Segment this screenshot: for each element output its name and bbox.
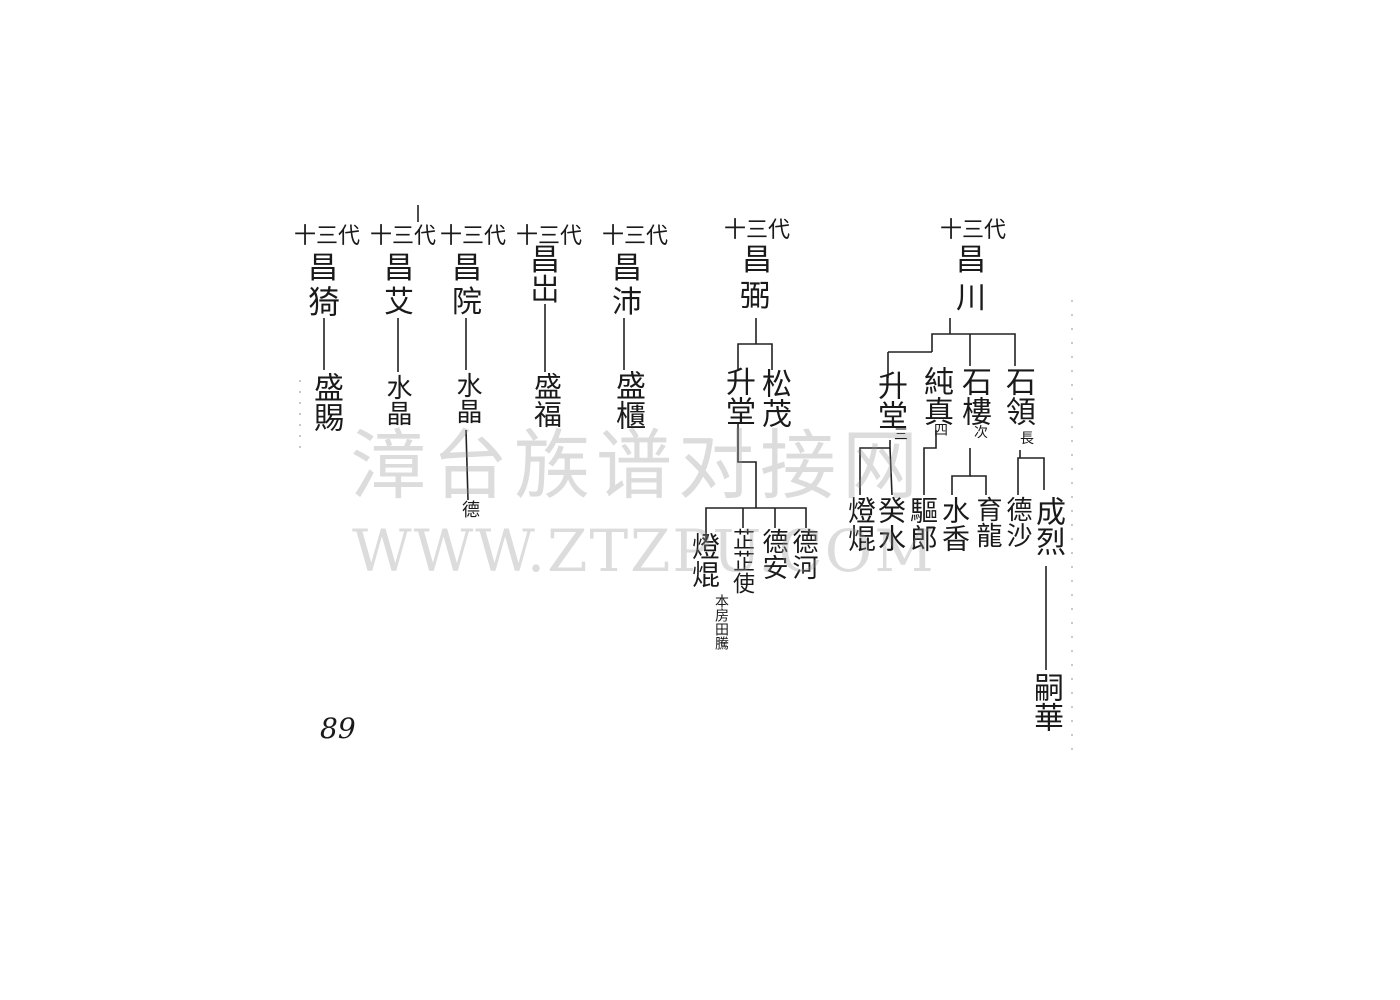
col1-generation: 十三代 [294, 224, 361, 249]
col7-grandson-2: 德沙 [1002, 496, 1032, 548]
col6-grandson-3: 芷芷使 [729, 528, 754, 594]
col5-son: 盛櫃 [610, 370, 645, 430]
col6-son-1: 松茂 [756, 368, 791, 428]
col6-name-bottom: 弼 [740, 279, 770, 314]
col5-generation: 十三代 [602, 224, 669, 249]
col5-name-bottom: 沛 [612, 285, 642, 320]
col2-name-top: 昌 [384, 251, 414, 286]
col3-name-top: 昌 [452, 251, 482, 286]
col7-grandson-6: 癸水 [874, 496, 907, 552]
col7-son-1: 石領 [1000, 366, 1035, 426]
col1-name-top: 昌 [308, 251, 338, 286]
col7-name-top: 昌 [956, 243, 986, 278]
page-number: 89 [320, 712, 356, 745]
col7-son-3: 純真 [918, 366, 953, 426]
col3-generation: 十三代 [440, 224, 507, 249]
col4-generation: 十三代 [516, 224, 583, 249]
col7-son-2: 石樓 [956, 366, 991, 426]
col7-grandson-5: 驅郎 [906, 496, 939, 552]
col7-grandson-7: 燈焜 [844, 496, 877, 552]
col7-grandson-4: 水香 [938, 496, 971, 552]
col6-son-2: 升堂 [720, 366, 755, 426]
col2-son: 水晶 [382, 374, 412, 426]
col6-grandson-4: 燈焜 [688, 532, 721, 588]
col6-name-top: 昌 [742, 243, 772, 278]
col3-name-bottom: 院 [452, 285, 482, 320]
col6-grandson-2: 德安 [758, 528, 788, 580]
col7-grandson-3: 育龍 [972, 496, 1002, 548]
col7-son-4: 升堂 [872, 370, 907, 430]
col7-son-4-note: 三 [894, 427, 908, 443]
col4-son: 盛福 [530, 372, 563, 428]
col3-grandson: 德 [462, 500, 480, 521]
col1-name-bottom: 猗 [308, 283, 341, 321]
col7-son-3-note: 四 [934, 423, 948, 439]
col2-generation: 十三代 [370, 224, 437, 249]
col2-name-bottom: 艾 [384, 285, 414, 320]
col4-name-top: 昌 [530, 243, 560, 278]
col6-grandson-1: 德河 [788, 528, 818, 580]
col1-son: 盛賜 [308, 372, 343, 432]
col3-son: 水晶 [452, 372, 482, 424]
col6-grandson-note: 本房田騰 [713, 594, 729, 650]
col6-generation: 十三代 [724, 218, 791, 243]
col4-name-bottom: 岀 [530, 273, 560, 308]
col7-name-bottom: 川 [956, 281, 986, 316]
col7-son-2-note: 次 [974, 425, 988, 441]
col7-grandson-1: 成烈 [1030, 496, 1065, 556]
col7-son-1-note: 長 [1020, 431, 1034, 447]
col5-name-top: 昌 [612, 251, 642, 286]
col7-great-grandson: 嗣華 [1028, 672, 1063, 732]
col7-generation: 十三代 [940, 218, 1007, 243]
